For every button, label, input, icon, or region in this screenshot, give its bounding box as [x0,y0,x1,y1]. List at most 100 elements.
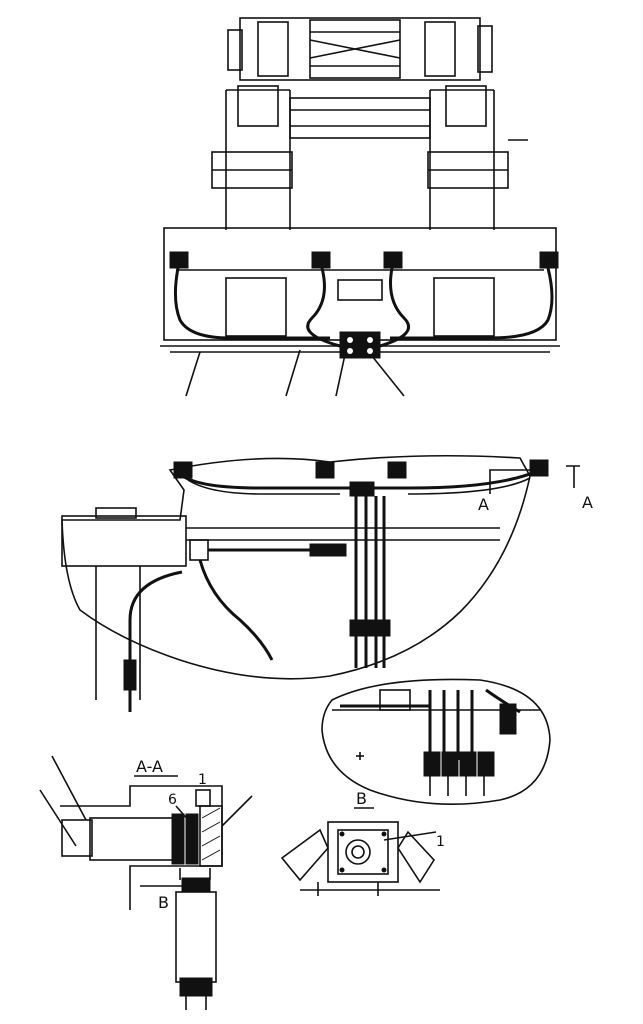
section-a-marker-left [489,469,530,494]
b-bolt [381,831,387,837]
valve-mid-3 [387,461,407,479]
right-column-block [445,85,487,127]
view-b: B 1 [280,789,445,896]
left-column-block [237,85,279,127]
aa-housing [60,785,223,910]
top-roll-right-cap [477,25,493,73]
distribution-block [339,331,381,359]
aa-cylinder [89,817,181,861]
b-bolt [339,831,345,837]
b-block-inner [337,829,389,875]
frame-cap [95,507,137,519]
detail-valve-bank [423,751,495,777]
section-a-marker-right [566,465,580,488]
top-roll-left-cap [227,29,243,71]
aa-seal [185,813,199,865]
upper-hose-line-3 [407,477,531,495]
aa-end-cap [61,819,93,857]
base-pocket-left [225,277,287,337]
middle-hose-view: A A [61,454,593,712]
pipe-fitting [123,659,137,691]
hose-fittings [349,619,391,637]
mid-distribution-block [349,481,375,497]
part-6-label: 6 [168,792,177,808]
base-pocket-right [433,277,495,337]
base-box [163,227,557,341]
section-a-label-right: A [582,493,593,512]
roll-bearing-right [424,21,456,77]
leader-line [335,349,347,397]
right-column [429,89,495,230]
section-aa-view: A-A 6 1 B [39,755,253,1010]
b-bolt [381,867,387,873]
detail-hose-right [485,688,521,714]
valve-top-2 [311,251,331,269]
leader-line [285,349,301,397]
pipe-bend [198,559,274,661]
valve-bank-detail [321,678,551,806]
pipe-left [128,570,183,712]
section-b-label-left: B [158,893,169,912]
valve-top-1 [169,251,189,269]
detail-bubble [321,678,551,806]
roll-line [309,39,401,59]
valve-mid-1 [173,461,193,479]
leader-line [221,795,253,827]
aa-seal [171,813,185,865]
frame-top-block [61,515,187,567]
cross-beam [289,97,431,139]
leader-line [371,355,405,397]
roll-bearing-left [257,21,289,77]
valve-mid-4 [529,459,549,477]
hatch [201,807,221,819]
base-center-block [337,279,383,301]
upper-hose-line-2 [187,479,340,495]
frame-column [95,566,141,700]
hatch [201,821,221,833]
port [367,337,373,343]
top-roll-housing [239,17,481,81]
b-bore-inner [351,845,365,859]
left-column [225,89,291,230]
break-outline [61,454,531,680]
b-block [327,821,399,883]
b-left-bracket [280,828,329,882]
valve-top-4 [539,251,559,269]
detail-side-valve [499,703,517,735]
aa-end-plate [199,805,223,867]
hose-right-outer [390,267,554,340]
b-leader [383,831,437,841]
port [347,348,353,354]
hose-right-inner [379,267,410,348]
valve-top-3 [383,251,403,269]
hose-left-outer [173,267,330,340]
hatch [201,835,221,847]
port [367,348,373,354]
pipe-coupling [309,543,347,557]
section-b-title: B [356,789,367,808]
leader-line [185,351,201,397]
port [347,337,353,343]
section-a-label-left: A [478,495,489,514]
part-1-label-b: 1 [436,834,445,850]
aa-bolt [195,789,211,807]
leader-line [51,755,87,821]
b-right-bracket [397,830,436,884]
upper-hose-line [179,468,541,490]
b-bore [345,839,371,865]
pipe-clamp [189,539,209,561]
valve-stems [429,776,485,796]
hatch [201,849,221,861]
top-roll-center [309,19,401,79]
top-assembly-view [160,17,560,397]
aa-pipe-end [179,977,213,997]
detail-hoses [428,690,474,760]
part-1-label-top: 1 [198,772,207,788]
section-aa-title: A-A [136,757,163,776]
valve-mid-2 [315,461,335,479]
hose-left-inner [306,267,341,348]
aa-nut [181,877,211,893]
aa-pipe [175,891,217,983]
leader-line [39,789,77,847]
